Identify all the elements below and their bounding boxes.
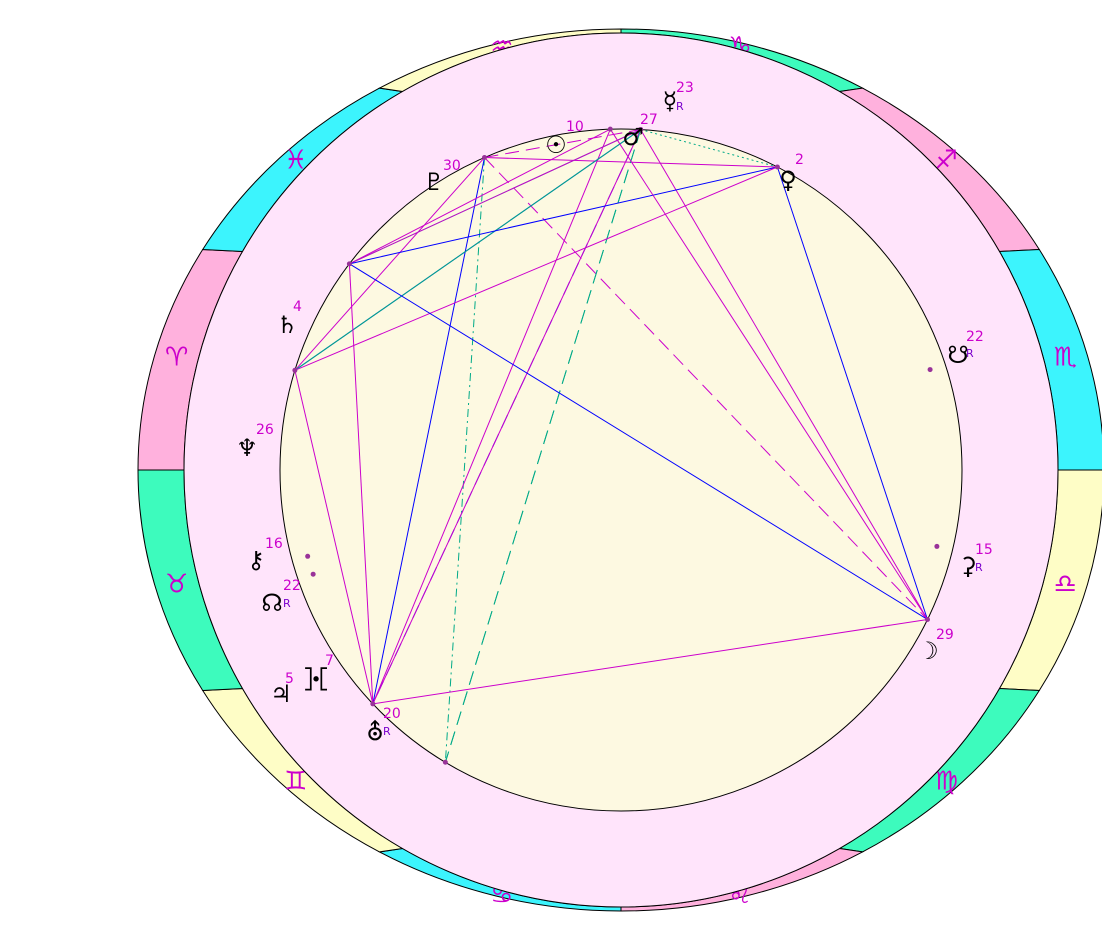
pluto-icon: ♇ <box>423 168 445 196</box>
saturn-degree: 4 <box>293 299 302 315</box>
ceres-retrograde-label: R <box>975 561 983 574</box>
aspect-pluto-mars <box>484 129 641 159</box>
uranus-degree: 20 <box>383 706 401 722</box>
aspect-lines <box>294 128 928 763</box>
ceres-icon: ⚳ <box>959 552 977 580</box>
venus-degree: 2 <box>795 152 804 168</box>
taurus-icon: ♉ <box>165 570 188 600</box>
ceres-position-marker <box>934 543 940 549</box>
planet-markers: ☿23R♂27☉10♇30♀2♄4☋22R♆26⚷16☊22R⚳15R⯘7☽29… <box>236 80 993 765</box>
uranus-icon: ⛢ <box>366 718 384 746</box>
south-node-degree: 22 <box>966 329 984 345</box>
mars-degree: 27 <box>640 112 658 128</box>
venus-icon: ♀ <box>779 166 797 194</box>
aspect-pluto-moon <box>484 157 928 620</box>
aspect-saturn-proserpina <box>348 263 374 704</box>
moon-position-marker <box>924 616 930 622</box>
aspect-proserpina-moon <box>372 618 928 705</box>
proserpina-position-marker <box>370 701 376 707</box>
aspect-mercury-proserpina <box>372 129 642 705</box>
gemini-icon: ♊ <box>284 766 307 796</box>
aspect-venus-saturn <box>349 166 778 265</box>
uranus-position-marker <box>442 759 448 765</box>
virgo-icon: ♍ <box>935 766 958 796</box>
pluto-position-marker <box>481 155 487 161</box>
neptune-position-marker <box>292 367 298 373</box>
sun-position-marker <box>607 126 613 132</box>
saturn-icon: ♄ <box>276 311 298 339</box>
mercury-retrograde-label: R <box>676 100 684 113</box>
chiron-position-marker <box>305 553 311 559</box>
neptune-icon: ♆ <box>236 434 258 462</box>
aspect-pluto-neptune <box>294 157 485 371</box>
north-node-degree: 22 <box>283 578 301 594</box>
aspect-sun-proserpina <box>372 128 611 705</box>
aspect-venus-neptune <box>294 166 778 371</box>
venus-position-marker <box>774 164 780 170</box>
mars-icon: ♂ <box>622 123 644 151</box>
proserpina-degree: 7 <box>325 653 334 669</box>
saturn-position-marker <box>346 261 352 267</box>
aspect-pluto-proserpina <box>372 157 485 704</box>
aspect-venus-moon <box>776 166 928 620</box>
zodiac-ring: ♑♐♏♎♍♌♋♊♉♈♓♒ <box>137 28 1102 912</box>
aries-icon: ♈ <box>165 342 188 372</box>
aspect-mars-venus <box>640 129 778 168</box>
aspect-mercury-uranus <box>444 129 642 763</box>
moon-icon: ☽ <box>917 637 939 665</box>
sagittarius-icon: ♐ <box>935 146 958 176</box>
aspect-mercury-saturn <box>349 129 641 265</box>
pisces-icon: ♓ <box>284 146 307 176</box>
south-node-retrograde-label: R <box>966 347 974 360</box>
jupiter-icon: ♃ <box>270 680 292 708</box>
uranus-retrograde-label: R <box>383 725 391 738</box>
chiron-icon: ⚷ <box>247 546 265 574</box>
south-node-position-marker <box>927 367 933 373</box>
north-node-icon: ☊ <box>261 589 282 617</box>
north-node-retrograde-label: R <box>283 597 291 610</box>
aspect-saturn-moon <box>349 263 928 620</box>
aspect-sun-saturn <box>349 128 611 265</box>
aspect-sun-moon <box>609 128 928 620</box>
mercury-degree: 23 <box>676 80 694 96</box>
aspect-mercury-moon <box>640 129 928 620</box>
aspect-neptune-proserpina <box>294 370 374 704</box>
north-node-position-marker <box>310 571 316 577</box>
pluto-degree: 30 <box>443 158 461 174</box>
mars-position-marker <box>638 127 644 133</box>
ceres-degree: 15 <box>975 542 993 558</box>
jupiter-degree: 5 <box>285 671 294 687</box>
sun-degree: 10 <box>566 119 584 135</box>
mercury-icon: ☿ <box>663 87 678 115</box>
south-node-icon: ☋ <box>947 341 968 369</box>
scorpio-icon: ♏ <box>1054 342 1077 372</box>
neptune-degree: 26 <box>256 422 274 438</box>
libra-icon: ♎ <box>1054 570 1077 600</box>
chiron-degree: 16 <box>265 536 283 552</box>
aspect-pluto-uranus <box>444 157 485 763</box>
proserpina-icon: ⯘ <box>304 665 328 693</box>
moon-degree: 29 <box>936 627 954 643</box>
sun-icon: ☉ <box>545 131 567 159</box>
